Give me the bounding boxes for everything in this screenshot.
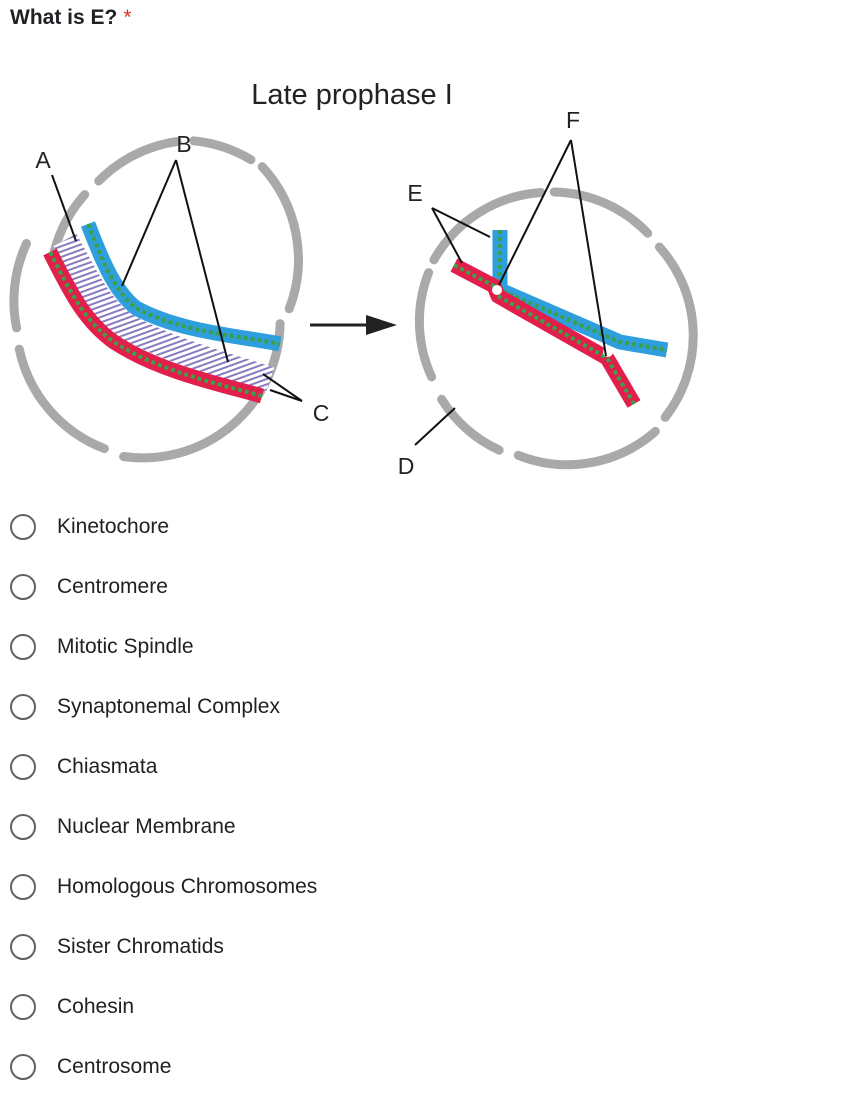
radio-button-icon[interactable] [10, 694, 36, 720]
option-label: Mitotic Spindle [57, 635, 194, 658]
answer-options: Kinetochore Centromere Mitotic Spindle S… [10, 497, 317, 1097]
right-homologous-pair [450, 230, 669, 408]
radio-button-icon[interactable] [10, 874, 36, 900]
option-label: Homologous Chromosomes [57, 875, 318, 898]
option-label: Centromere [57, 575, 168, 598]
radio-button-icon[interactable] [10, 1054, 36, 1080]
radio-button-icon[interactable] [10, 514, 36, 540]
radio-button-icon[interactable] [10, 754, 36, 780]
option-sister-chromatids[interactable]: Sister Chromatids [10, 917, 317, 977]
radio-button-icon[interactable] [10, 634, 36, 660]
option-centromere[interactable]: Centromere [10, 557, 317, 617]
question-title: What is E?* [10, 6, 132, 30]
radio-button-icon[interactable] [10, 814, 36, 840]
label-b: B [176, 131, 191, 157]
option-label: Sister Chromatids [57, 935, 224, 958]
option-synaptonemal-complex[interactable]: Synaptonemal Complex [10, 677, 317, 737]
option-label: Cohesin [57, 995, 135, 1018]
left-homologous-pair [43, 221, 282, 404]
label-d: D [398, 453, 415, 479]
figure-title: Late prophase I [251, 79, 453, 111]
radio-button-icon[interactable] [10, 994, 36, 1020]
required-asterisk: * [123, 6, 132, 29]
radio-button-icon[interactable] [10, 574, 36, 600]
option-label: Centrosome [57, 1055, 172, 1078]
radio-button-icon[interactable] [10, 934, 36, 960]
label-e: E [407, 180, 422, 206]
meiosis-diagram: Late prophase I [9, 79, 698, 479]
option-nuclear-membrane[interactable]: Nuclear Membrane [10, 797, 317, 857]
right-nuclear-membrane [414, 187, 698, 470]
left-nuclear-membrane [9, 136, 303, 463]
option-mitotic-spindle[interactable]: Mitotic Spindle [10, 617, 317, 677]
label-c: C [313, 400, 330, 426]
option-homologous-chromosomes[interactable]: Homologous Chromosomes [10, 857, 317, 917]
option-label: Synaptonemal Complex [57, 695, 280, 718]
label-f: F [566, 107, 580, 133]
arrow-icon [310, 315, 397, 335]
label-leader-lines [51, 139, 607, 446]
option-kinetochore[interactable]: Kinetochore [10, 497, 317, 557]
option-label: Kinetochore [57, 515, 170, 538]
label-a: A [35, 147, 51, 173]
option-centrosome[interactable]: Centrosome [10, 1037, 317, 1097]
option-label: Chiasmata [57, 755, 158, 778]
option-cohesin[interactable]: Cohesin [10, 977, 317, 1037]
option-label: Nuclear Membrane [57, 815, 236, 838]
option-chiasmata[interactable]: Chiasmata [10, 737, 317, 797]
question-text: What is E? [10, 6, 118, 29]
